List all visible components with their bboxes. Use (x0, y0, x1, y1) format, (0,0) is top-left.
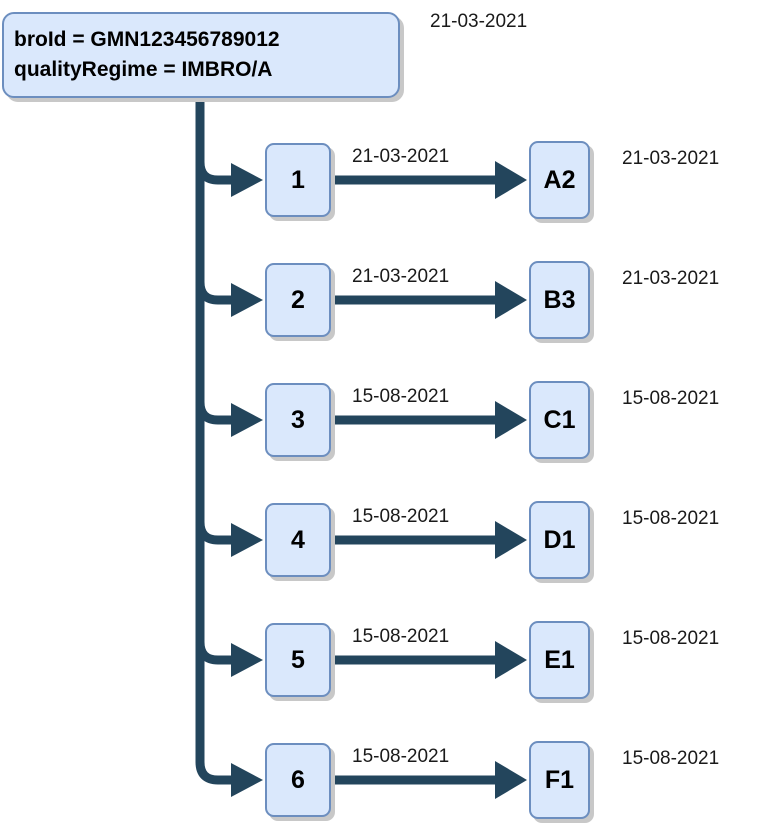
right-date-3: 15-08-2021 (622, 388, 720, 409)
edge-date-1: 21-03-2021 (352, 146, 450, 167)
left-node-1[interactable]: 1 (265, 143, 331, 217)
left-node-4[interactable]: 4 (265, 503, 331, 577)
right-node-4[interactable]: D1 (529, 501, 590, 579)
right-date-4: 15-08-2021 (622, 508, 720, 529)
right-date-1: 21-03-2021 (622, 148, 720, 169)
root-qualityregime-text: qualityRegime = IMBRO/A (14, 58, 273, 81)
edge-date-5: 15-08-2021 (352, 626, 450, 647)
right-date-6: 15-08-2021 (622, 748, 720, 769)
root-date-label: 21-03-2021 (430, 11, 528, 32)
left-node-5[interactable]: 5 (265, 623, 331, 697)
edge-date-4: 15-08-2021 (352, 506, 450, 527)
right-node-2[interactable]: B3 (529, 261, 590, 339)
edge-date-3: 15-08-2021 (352, 386, 450, 407)
left-node-6[interactable]: 6 (265, 743, 331, 817)
root-node-box[interactable]: broId = GMN123456789012 qualityRegime = … (2, 12, 400, 98)
right-date-5: 15-08-2021 (622, 628, 720, 649)
right-node-6[interactable]: F1 (529, 741, 590, 819)
left-node-2[interactable]: 2 (265, 263, 331, 337)
edge-date-2: 21-03-2021 (352, 266, 450, 287)
right-node-5[interactable]: E1 (529, 621, 590, 699)
edge-date-6: 15-08-2021 (352, 746, 450, 767)
left-node-3[interactable]: 3 (265, 383, 331, 457)
right-date-2: 21-03-2021 (622, 268, 720, 289)
root-broid-text: broId = GMN123456789012 (14, 28, 280, 51)
right-node-1[interactable]: A2 (529, 141, 590, 219)
right-node-3[interactable]: C1 (529, 381, 590, 459)
